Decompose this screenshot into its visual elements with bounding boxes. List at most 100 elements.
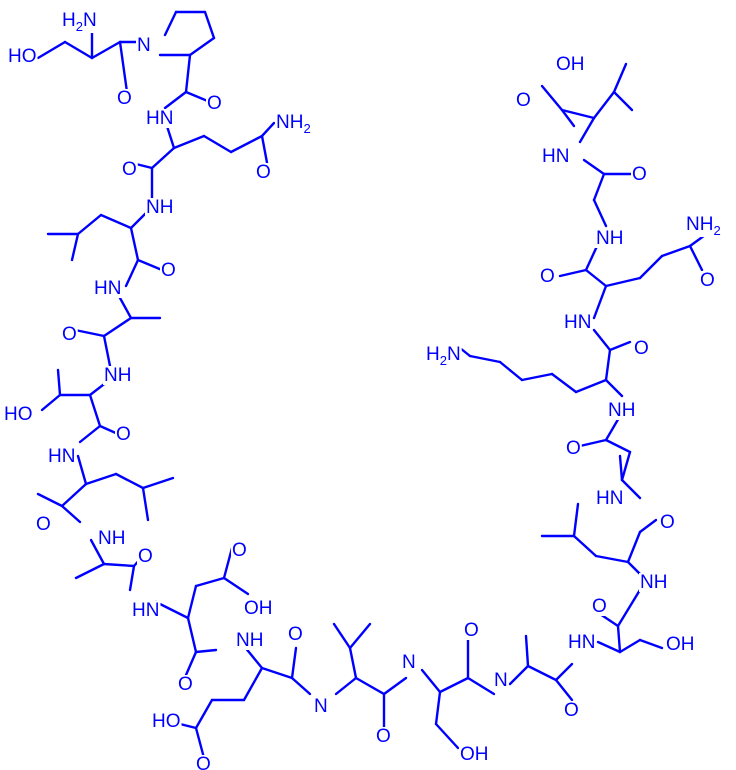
atom-symbol: HN <box>564 312 591 333</box>
bond-24 <box>99 213 133 230</box>
bond-122 <box>638 254 664 280</box>
bond-1 <box>63 40 94 60</box>
bond-50 <box>60 504 82 524</box>
atom-symbol: O <box>288 624 303 645</box>
atom-label-background <box>206 94 223 113</box>
bond-101 <box>572 502 580 538</box>
atom-label-o: O <box>375 726 392 747</box>
atom-label-hn: HN <box>567 632 597 653</box>
atom-text-29: O <box>376 726 391 747</box>
bond-121 <box>604 276 642 288</box>
atom-text-1: HO <box>8 46 37 67</box>
atom-text-34: O <box>564 700 579 721</box>
atom-symbol-n: N <box>447 344 461 365</box>
atom-symbol: O <box>62 324 77 345</box>
atom-text-30: N <box>402 652 416 673</box>
atom-label-o: O <box>287 624 304 645</box>
bond-61 <box>186 616 198 654</box>
atom-label-nh: NH <box>145 197 175 218</box>
atom-label-background <box>93 279 123 298</box>
atom-symbol: O <box>161 260 176 281</box>
atom-label-nh2: NH2 <box>685 214 722 238</box>
atom-label-background <box>659 513 676 532</box>
atom-text-23: O <box>178 674 193 695</box>
bond-105 <box>620 450 632 482</box>
atom-symbol: OH <box>666 634 695 655</box>
bond-88 <box>526 664 558 682</box>
atom-text-53: OH <box>556 54 585 75</box>
atom-label-background <box>97 529 127 548</box>
atom-label-background <box>401 653 417 672</box>
bond-11 <box>184 53 192 94</box>
atom-label-background <box>137 547 154 566</box>
atom-label-background <box>699 271 716 290</box>
atom-symbol: NH <box>640 572 667 593</box>
bond-135 <box>540 84 564 112</box>
bond-94 <box>616 624 622 654</box>
atom-text-46: O <box>540 266 555 287</box>
bond-74 <box>348 646 358 680</box>
bond-133 <box>578 116 596 144</box>
bond-103 <box>638 518 658 534</box>
atom-label-n: N <box>313 696 329 717</box>
atom-label-background <box>425 345 462 367</box>
atom-label-background <box>595 489 625 508</box>
bond-134 <box>560 108 596 120</box>
atom-text-7: O <box>256 162 271 183</box>
atom-text-37: O <box>592 596 607 617</box>
bond-38 <box>40 393 62 412</box>
atom-subscript: 2 <box>713 223 720 238</box>
atom-text-19: O <box>138 546 153 567</box>
atom-label-o: O <box>255 162 272 183</box>
bond-85 <box>466 676 496 696</box>
atom-label-background <box>565 439 582 458</box>
bond-47 <box>141 486 150 522</box>
atom-symbol: O <box>232 540 247 561</box>
bond-49 <box>36 492 64 508</box>
atom-text-12: O <box>62 324 77 345</box>
bond-130 <box>592 172 606 202</box>
atom-label-o: O <box>539 266 556 287</box>
atom-symbol: NH <box>608 400 635 421</box>
atom-label-background <box>121 160 138 179</box>
atom-label-n: N <box>401 652 417 673</box>
atom-label-background <box>595 229 625 248</box>
bond-86 <box>508 664 530 686</box>
atom-text-0: H2N <box>62 10 97 34</box>
atom-text-32: OH <box>460 744 489 765</box>
bond-112 <box>550 372 578 394</box>
atom-label-oh: OH <box>459 744 490 765</box>
atom-label-o: O <box>116 88 133 109</box>
bond-15 <box>172 134 206 150</box>
bond-57 <box>186 584 198 620</box>
atom-label-h2n_top: H2N <box>61 10 98 34</box>
atom-label-o: O <box>206 93 223 114</box>
atom-text-35: HN <box>568 632 595 653</box>
bond-60 <box>222 576 250 596</box>
atom-text-45: HN <box>564 312 591 333</box>
bond-19 <box>260 121 276 138</box>
bond-125 <box>688 244 704 272</box>
atom-text-38: NH <box>640 572 667 593</box>
bond-8 <box>203 10 216 40</box>
atom-symbol: O <box>36 514 51 535</box>
atom-label-background <box>539 267 556 286</box>
atom-text-25: O <box>288 624 303 645</box>
bond-79 <box>382 676 408 696</box>
atom-label-background <box>145 109 175 128</box>
atom-label-background <box>115 425 132 444</box>
atom-label-nh: NH <box>97 528 127 549</box>
bond-70 <box>260 666 294 680</box>
bond-137 <box>592 90 616 120</box>
atom-label-o: O <box>659 512 676 533</box>
bond-72 <box>290 676 312 696</box>
bond-90 <box>554 662 574 682</box>
atom-symbol: HN <box>48 446 75 467</box>
bond-111 <box>574 378 608 394</box>
bond-81 <box>434 690 442 726</box>
atom-symbol: NH <box>236 630 263 651</box>
bond-89 <box>554 678 574 702</box>
atom-text-33: N <box>494 670 508 691</box>
atom-label-nh: NH <box>639 572 669 593</box>
